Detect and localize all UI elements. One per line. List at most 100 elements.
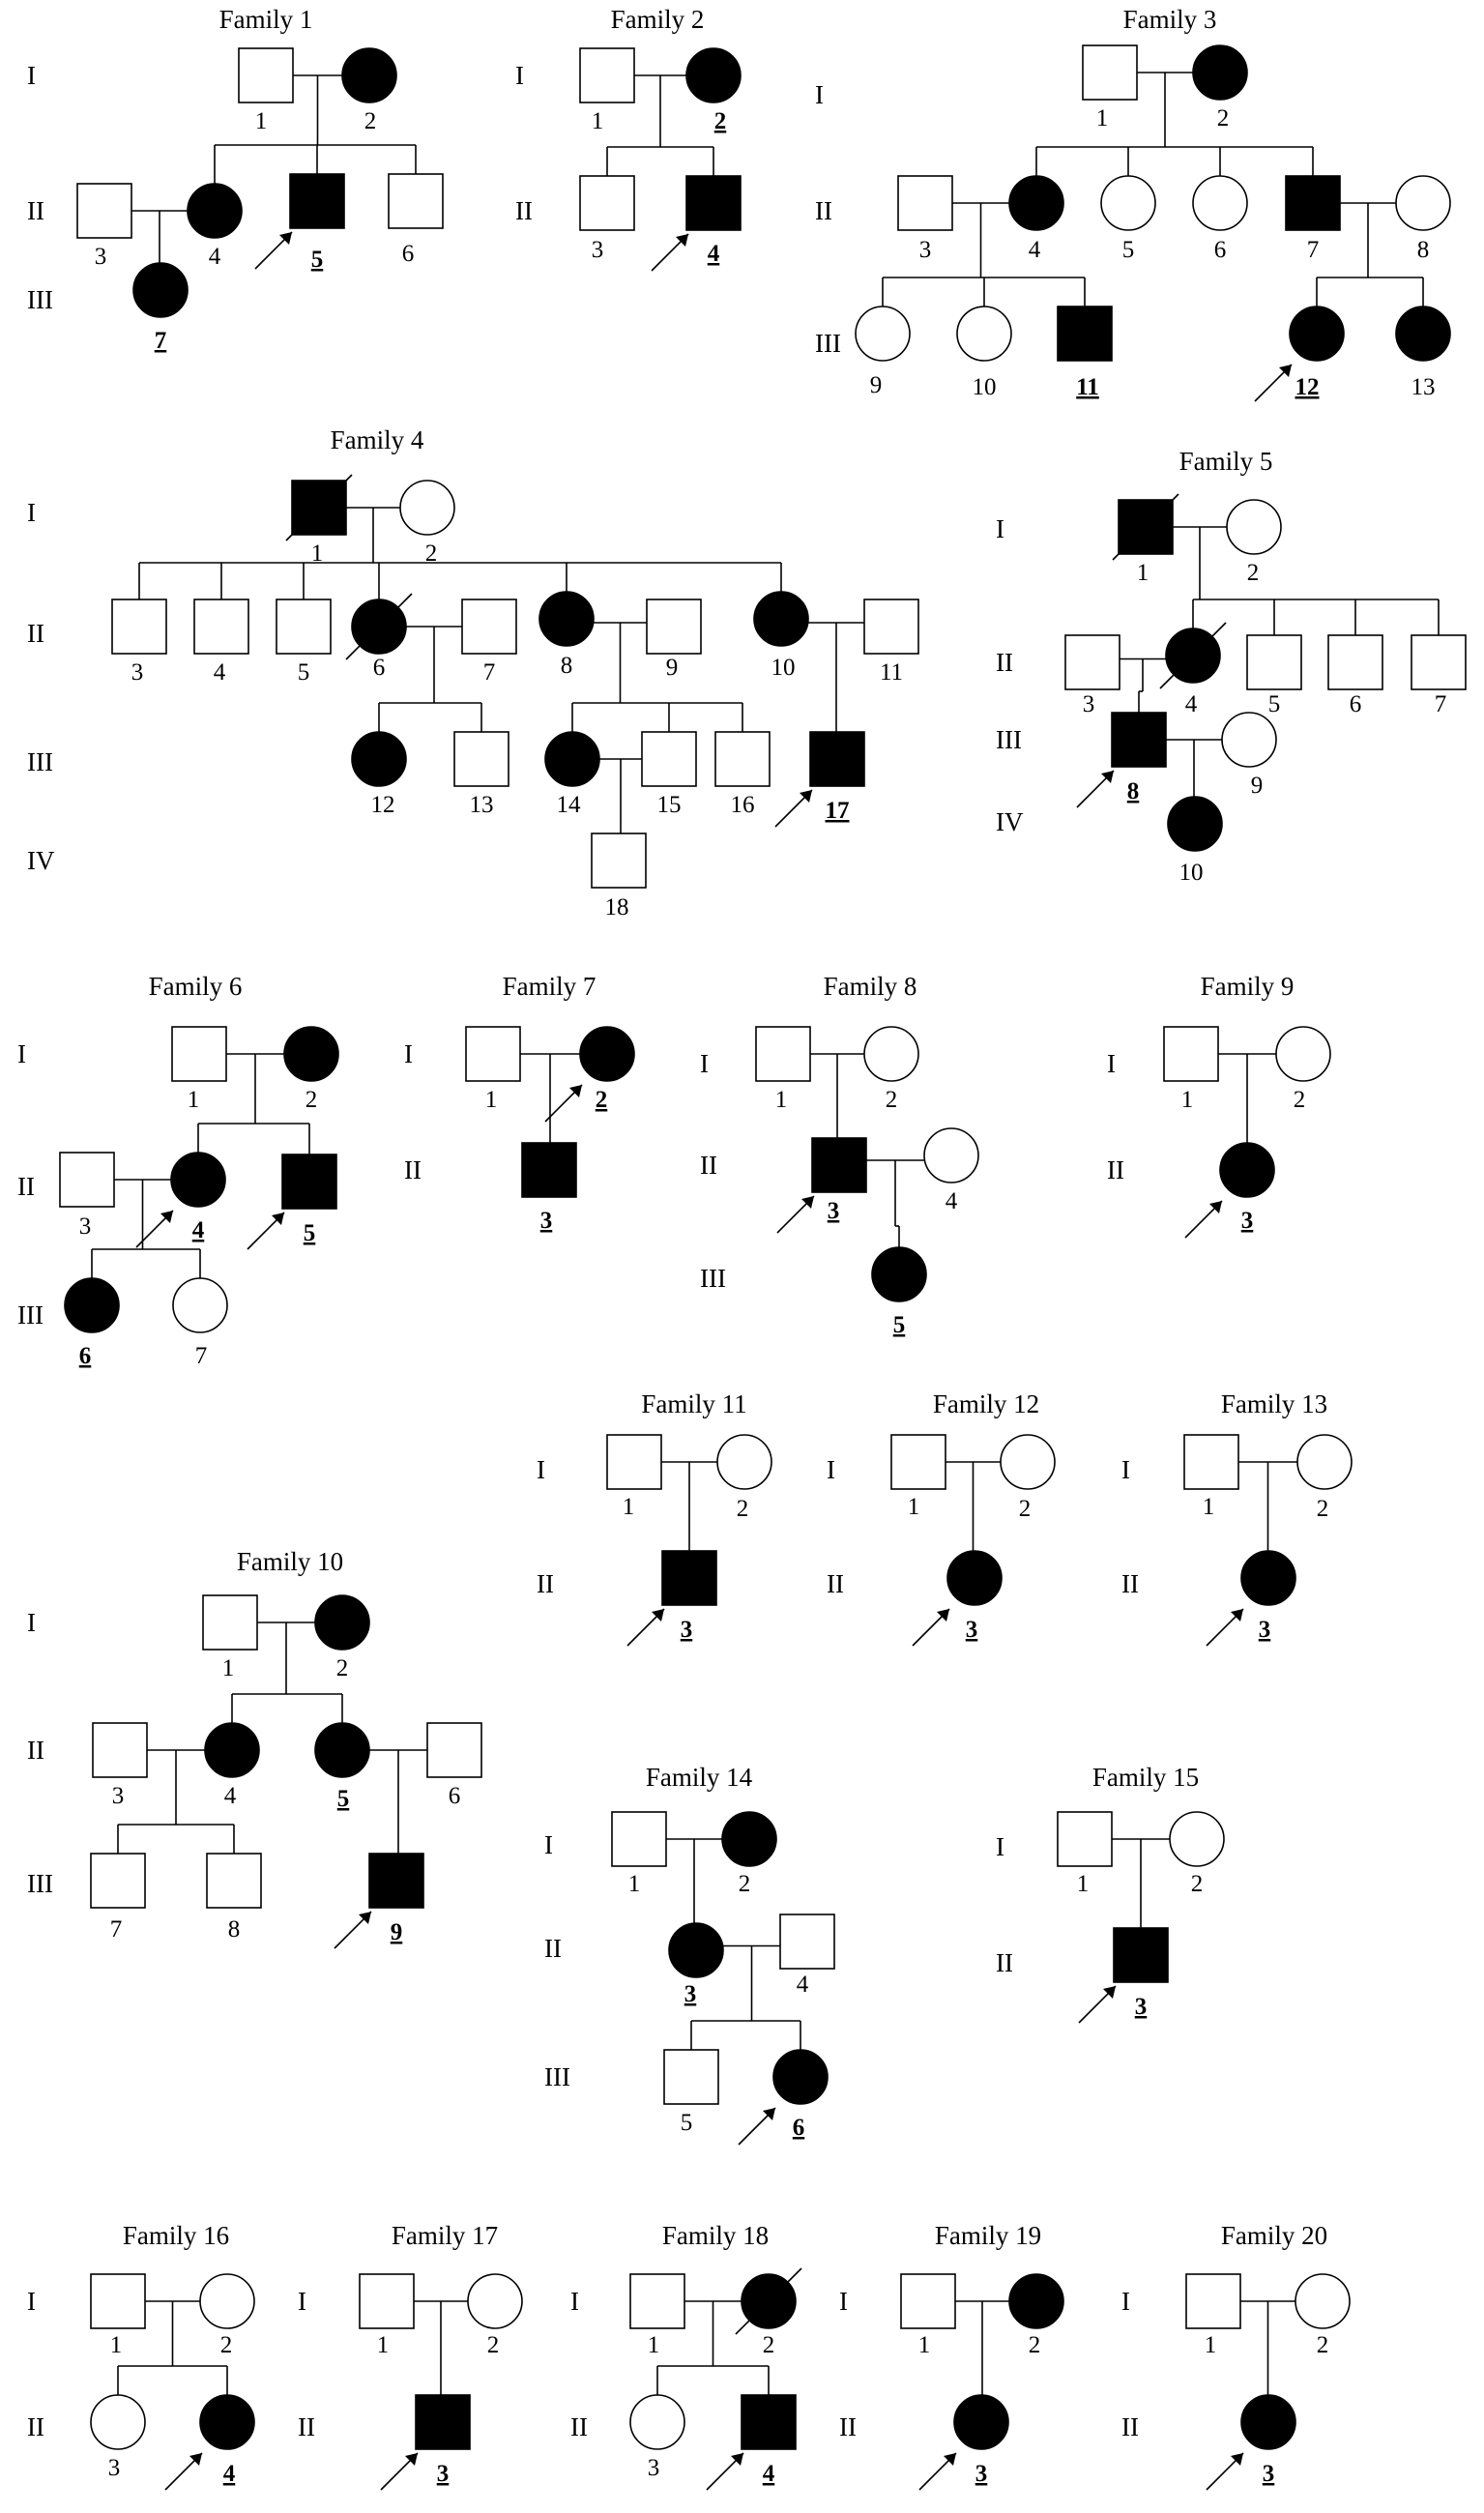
proband-arrow-head — [569, 1085, 582, 1097]
unaffected-female-symbol — [90, 2394, 146, 2450]
family-title: Family 16 — [123, 2221, 229, 2250]
unaffected-male-symbol — [663, 2049, 719, 2105]
individual-number: 5 — [1122, 237, 1135, 263]
proband-arrow-head — [272, 1213, 284, 1225]
affected-female-symbol — [1289, 306, 1345, 362]
generation-label: II — [544, 1934, 562, 1963]
affected-female-symbol — [772, 2049, 829, 2105]
generation-label: II — [570, 2412, 588, 2441]
individual-number: 4 — [214, 659, 226, 686]
generation-label: I — [537, 1455, 545, 1484]
proband-arrow-head — [652, 1609, 664, 1622]
family-title: Family 8 — [824, 972, 917, 1001]
generation-label: III — [17, 1300, 44, 1330]
individual-number: 8 — [561, 653, 573, 679]
individual-number: 12 — [1295, 374, 1320, 400]
unaffected-male-symbol — [897, 175, 953, 231]
individual-number: 3 — [79, 1213, 92, 1240]
individual-number: 2 — [1247, 560, 1260, 586]
unaffected-male-symbol — [579, 175, 635, 231]
proband-arrow-head — [1103, 1986, 1116, 1999]
proband-arrow-head — [279, 232, 292, 245]
family-title: Family 15 — [1092, 1763, 1199, 1792]
proband-arrow-head — [731, 2453, 743, 2466]
individual-number: 9 — [870, 372, 883, 398]
proband-arrow-head — [405, 2453, 418, 2466]
generation-label: I — [815, 80, 824, 109]
individual-number: 1 — [1205, 2332, 1217, 2358]
unaffected-male-symbol — [90, 1853, 146, 1909]
affected-male-symbol — [415, 2394, 471, 2450]
unaffected-female-symbol — [1169, 1811, 1225, 1867]
individual-number: 4 — [1029, 237, 1041, 263]
unaffected-female-symbol — [1296, 1434, 1353, 1490]
generation-label: II — [298, 2412, 315, 2441]
individual-number: 6 — [1350, 691, 1362, 717]
family-title: Family 1 — [219, 5, 313, 34]
individual-number: 5 — [337, 1786, 350, 1812]
proband-arrow-head — [676, 234, 688, 247]
affected-female-symbol — [946, 1550, 1003, 1606]
unaffected-male-symbol — [755, 1026, 811, 1082]
unaffected-male-symbol — [90, 2273, 146, 2329]
generation-label: IV — [996, 807, 1024, 836]
unaffected-male-symbol — [900, 2273, 956, 2329]
individual-number: 1 — [1181, 1087, 1194, 1113]
individual-number: 1 — [255, 108, 268, 134]
deceased-slash — [1159, 622, 1227, 689]
proband-arrow-head — [944, 2453, 956, 2466]
individual-number: 4 — [1185, 691, 1198, 717]
generation-label: I — [700, 1049, 709, 1078]
family-title: Family 6 — [149, 972, 243, 1001]
unaffected-female-symbol — [855, 306, 911, 362]
individual-number: 8 — [1127, 778, 1140, 804]
unaffected-female-symbol — [1192, 175, 1248, 231]
individual-number: 1 — [311, 541, 324, 567]
affected-female-symbol — [685, 47, 742, 103]
unaffected-male-symbol — [206, 1853, 262, 1909]
individual-number: 3 — [1259, 1617, 1271, 1643]
deceased-slash — [735, 2267, 802, 2335]
unaffected-male-symbol — [111, 599, 167, 655]
unaffected-male-symbol — [1064, 634, 1120, 690]
individual-number: 1 — [592, 108, 604, 134]
generation-label: I — [17, 1039, 26, 1068]
family-title: Family 12 — [933, 1389, 1039, 1418]
individual-number: 16 — [731, 792, 755, 818]
family-title: Family 13 — [1221, 1389, 1327, 1418]
generation-label: III — [27, 1869, 53, 1898]
individual-number: 4 — [224, 1783, 237, 1809]
individual-number: 2 — [739, 1871, 751, 1897]
generation-label: II — [537, 1569, 554, 1598]
individual-number: 2 — [1191, 1871, 1204, 1897]
affected-female-symbol — [314, 1722, 370, 1778]
individual-number: 17 — [826, 798, 850, 824]
individual-number: 7 — [155, 328, 167, 354]
affected-male-symbol — [811, 1137, 867, 1193]
unaffected-male-symbol — [59, 1152, 115, 1208]
deceased-slash — [1112, 493, 1179, 561]
affected-male-symbol — [281, 1154, 337, 1210]
individual-number: 3 — [975, 2461, 988, 2487]
individual-number: 3 — [1241, 1208, 1254, 1234]
individual-number: 1 — [1096, 105, 1109, 131]
affected-male-symbol — [1113, 1927, 1169, 1983]
individual-number: 2 — [425, 541, 438, 567]
affected-female-symbol — [544, 731, 600, 787]
affected-female-symbol — [283, 1026, 339, 1082]
individual-number: 1 — [1137, 560, 1149, 586]
generation-label: I — [1121, 2287, 1130, 2316]
individual-number: 1 — [775, 1087, 788, 1113]
affected-male-symbol — [289, 173, 345, 229]
generation-label: I — [515, 61, 524, 90]
deceased-slash — [285, 474, 353, 541]
unaffected-female-symbol — [716, 1434, 772, 1490]
proband-arrow-head — [1231, 1609, 1243, 1622]
individual-number: 2 — [714, 108, 727, 134]
